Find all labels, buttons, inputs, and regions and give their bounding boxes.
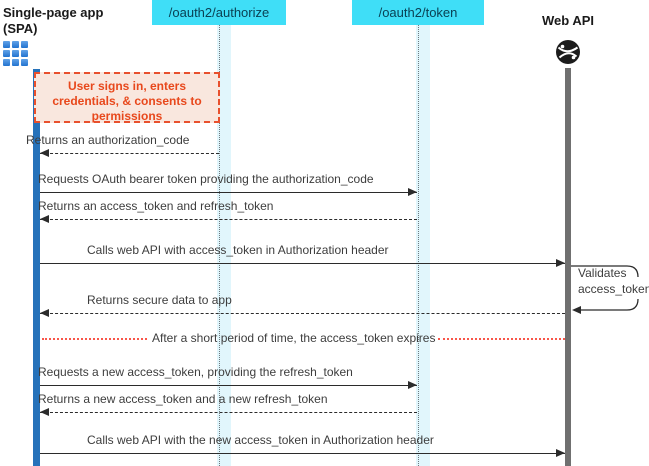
message-label: Calls web API with access_token in Autho… [87, 243, 389, 257]
message-label: Requests a new access_token, providing t… [38, 365, 353, 379]
message-line [40, 153, 219, 154]
app-grid-icon [3, 41, 28, 66]
message-label: Returns an authorization_code [26, 133, 190, 147]
arrowhead-right-icon [556, 449, 565, 457]
message-line [40, 192, 417, 193]
message-line [40, 385, 417, 386]
separator-line-right [438, 338, 565, 340]
token-lifeline [418, 25, 419, 466]
spa-label-line1: Single-page app [3, 5, 104, 20]
message-label: Calls web API with the new access_token … [87, 433, 434, 447]
webapi-label: Web API [541, 13, 594, 28]
spa-activation-bar [33, 69, 40, 466]
authorize-endpoint-label: /oauth2/authorize [168, 5, 270, 20]
self-message-text: Validates access_token [578, 265, 649, 297]
globe-icon [556, 40, 580, 64]
token-lifeline-band [416, 25, 430, 466]
arrowhead-left-icon [40, 408, 49, 416]
authorize-endpoint-box: /oauth2/authorize [152, 0, 286, 25]
webapi-lifeline-bar [565, 68, 571, 466]
token-endpoint-box: /oauth2/token [352, 0, 484, 25]
spa-label-line2: (SPA) [3, 21, 38, 36]
arrowhead-left-icon [40, 149, 49, 157]
authorize-lifeline [219, 25, 220, 466]
message-line [40, 263, 565, 264]
token-endpoint-label: /oauth2/token [378, 5, 458, 20]
arrowhead-right-icon [408, 381, 417, 389]
message-label: Returns an access_token and refresh_toke… [38, 199, 274, 213]
note-line2: credentials, & consents to [52, 94, 202, 108]
message-label: Returns secure data to app [87, 293, 232, 307]
arrowhead-right-icon [408, 188, 417, 196]
separator-line-left [42, 338, 147, 340]
note-user-signin: User signs in, enters credentials, & con… [34, 72, 220, 123]
self-message-line2: access_token [578, 282, 649, 296]
message-line [40, 219, 417, 220]
authorize-lifeline-band [217, 25, 231, 466]
note-line3: permissions [91, 109, 163, 123]
arrowhead-left-icon [40, 215, 49, 223]
message-line [40, 412, 417, 413]
message-line [40, 453, 565, 454]
message-line [40, 313, 565, 314]
spa-label: Single-page app (SPA) [3, 5, 103, 37]
message-label: Returns a new access_token and a new ref… [38, 392, 328, 406]
self-message-validates [571, 265, 639, 314]
message-label: Requests OAuth bearer token providing th… [38, 172, 374, 186]
self-message-line1: Validates [578, 266, 627, 280]
note-line1: User signs in, enters [67, 79, 187, 93]
arrowhead-left-icon [40, 309, 49, 317]
arrowhead-right-icon [556, 259, 565, 267]
separator-label: After a short period of time, the access… [152, 331, 436, 345]
